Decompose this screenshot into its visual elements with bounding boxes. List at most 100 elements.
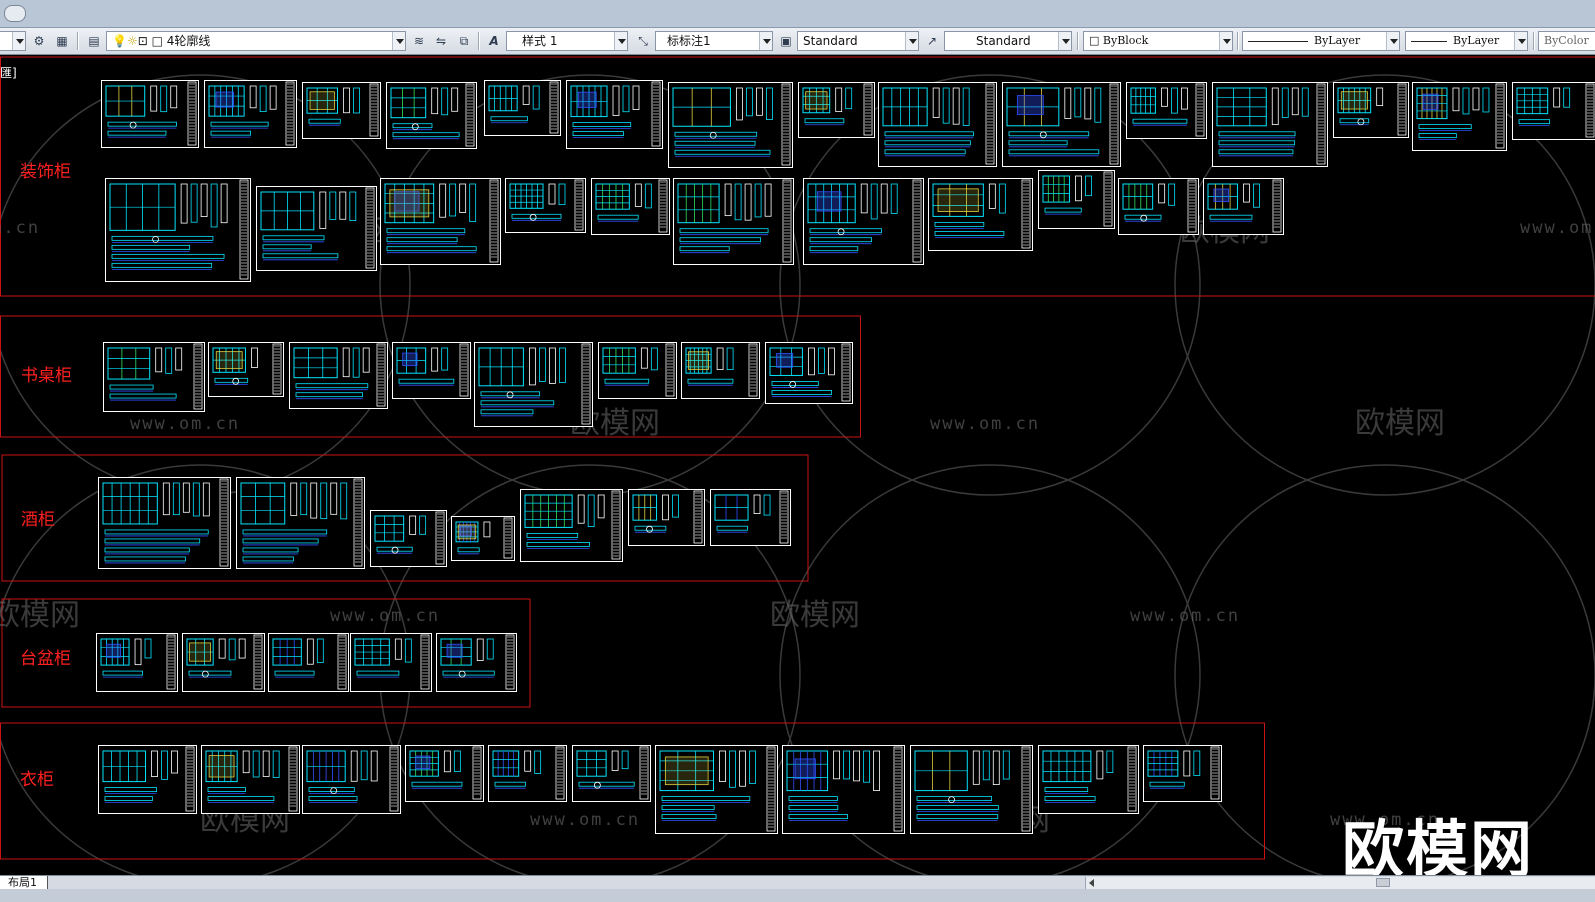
group-frame-wine-cabinet [1, 454, 809, 582]
watermark-brand-text: 欧模网 [0, 598, 80, 633]
drawing-sheet[interactable] [208, 342, 284, 397]
app-menu-icon[interactable] [4, 5, 26, 22]
toolbar-separator [478, 32, 480, 50]
drawing-sheet[interactable] [928, 178, 1033, 251]
watermark-logo-text: 欧模网 [1342, 813, 1535, 875]
drawing-sheet[interactable] [289, 342, 388, 409]
model-space-canvas[interactable]: 装饰柜 书桌柜 酒柜 台盆柜 衣柜 欧模网 欧模网 欧模网 欧模网 欧模网 欧模… [0, 55, 1595, 875]
drawing-sheet[interactable] [386, 82, 477, 149]
drawing-sheet[interactable] [201, 745, 300, 814]
drawing-sheet[interactable] [98, 477, 231, 569]
watermark-site-text: www.om.cn [0, 218, 40, 238]
text-style-dropdown[interactable]: 样式 1 [506, 31, 628, 51]
text-style-value: 样式 1 [522, 34, 558, 48]
layer-dropdown[interactable]: 💡☼⊡ □ 4轮廓线 [106, 31, 406, 51]
drawing-sheet[interactable] [1038, 170, 1115, 229]
drawing-sheet[interactable] [302, 82, 381, 139]
table-style-icon[interactable]: ▣ [780, 34, 792, 48]
cad-drawing[interactable]: 装饰柜 书桌柜 酒柜 台盆柜 衣柜 欧模网 欧模网 欧模网 欧模网 欧模网 欧模… [0, 55, 1595, 875]
drawing-sheet[interactable] [566, 80, 663, 149]
drawing-sheet[interactable] [598, 342, 677, 399]
drawing-sheet[interactable] [878, 82, 997, 167]
group-frame-basin-cabinet [1, 598, 531, 708]
drawing-sheet[interactable] [405, 745, 484, 802]
layer-state-icon[interactable]: ▦ [56, 34, 68, 48]
drawing-sheet[interactable] [710, 489, 791, 546]
drawing-sheet[interactable] [798, 82, 875, 138]
drawing-sheet[interactable] [1212, 82, 1328, 167]
group-labels: 装饰柜 书桌柜 酒柜 台盆柜 衣柜 [20, 162, 72, 790]
drawing-sheet[interactable] [302, 745, 401, 814]
layer-isolate-icon[interactable]: ⧉ [459, 33, 469, 48]
linetype-dropdown[interactable]: ByLayer [1242, 31, 1400, 51]
drawing-sheet[interactable] [1412, 82, 1507, 151]
drawing-sheet[interactable] [204, 80, 297, 148]
layer-previous-icon[interactable]: ⇋ [435, 34, 447, 48]
drawing-sheet[interactable] [1203, 178, 1284, 235]
drawing-sheet[interactable] [98, 745, 197, 814]
drawing-sheet[interactable] [1333, 82, 1409, 138]
drawing-sheet[interactable] [1143, 745, 1222, 802]
lineweight-dropdown[interactable]: ByLayer [1405, 31, 1528, 51]
drawing-sheet[interactable] [380, 178, 501, 265]
drawing-sheet[interactable] [268, 633, 349, 692]
drawing-sheet[interactable] [1126, 82, 1207, 139]
drawing-sheet[interactable] [505, 178, 586, 233]
drawing-sheet[interactable] [451, 516, 515, 561]
drawing-sheet[interactable] [103, 342, 205, 412]
dim-style-dropdown[interactable]: 标标注1 [655, 31, 773, 51]
drawing-sheet[interactable] [1512, 82, 1595, 140]
drawing-sheet[interactable] [236, 477, 365, 569]
group-frame-decorative-cabinet [0, 56, 1595, 297]
drawing-sheet[interactable] [520, 489, 623, 562]
drawing-sheet[interactable] [591, 178, 670, 235]
drawing-sheet[interactable] [1118, 178, 1199, 235]
drawing-sheet[interactable] [803, 178, 924, 265]
drawing-sheet[interactable] [488, 745, 567, 802]
drawing-sheet[interactable] [101, 80, 199, 148]
drawing-sheet[interactable] [572, 745, 651, 802]
linetype-value: ByLayer [1314, 34, 1361, 47]
drawing-sheet[interactable] [436, 633, 517, 692]
text-style-icon[interactable]: A [489, 34, 499, 48]
plot-style-dropdown[interactable]: ByColor [1538, 31, 1595, 51]
drawing-sheet[interactable] [910, 745, 1033, 834]
group-frames [0, 56, 1595, 860]
drawing-sheet[interactable] [668, 82, 793, 168]
color-dropdown[interactable]: □ ByBlock [1083, 31, 1233, 51]
drawing-sheet[interactable] [628, 489, 705, 546]
tab-layout1[interactable]: 布局1 [0, 876, 48, 890]
group-label: 装饰柜 [20, 162, 71, 182]
group-frame-wardrobe [0, 722, 1265, 860]
multileader-style-dropdown[interactable]: Standard [944, 31, 1072, 51]
drawing-sheet[interactable] [681, 342, 760, 399]
drawing-sheet[interactable] [370, 510, 447, 567]
workspace-dropdown[interactable] [0, 31, 26, 51]
drawing-sheet[interactable] [655, 745, 778, 834]
drawing-sheet[interactable] [182, 633, 265, 692]
layer-manager-icon[interactable]: ▤ [88, 34, 100, 48]
multileader-style-icon[interactable]: ↗ [926, 34, 938, 48]
drawing-sheet[interactable] [765, 342, 853, 404]
watermark-brand-text: 欧模网 [770, 598, 860, 633]
drawing-sheet[interactable] [1038, 745, 1139, 814]
dim-style-icon[interactable]: ⤡ [638, 33, 648, 48]
drawing-sheet[interactable] [673, 178, 794, 265]
lineweight-value: ByLayer [1453, 34, 1500, 47]
drawing-sheet[interactable] [1002, 82, 1121, 167]
drawing-sheet[interactable] [782, 745, 905, 834]
drawing-sheet[interactable] [392, 342, 471, 399]
drawing-sheet[interactable] [96, 633, 178, 692]
toolbar-separator [77, 32, 79, 50]
drawing-sheet[interactable] [350, 633, 432, 692]
scroll-left-icon[interactable] [1089, 879, 1094, 887]
drawing-sheet[interactable] [484, 80, 561, 136]
layer-properties-icon[interactable]: ⚙ [33, 34, 45, 48]
horizontal-scrollbar[interactable] [1085, 877, 1595, 889]
drawing-sheet[interactable] [105, 178, 251, 282]
table-style-dropdown[interactable]: Standard [797, 31, 919, 51]
scrollbar-thumb[interactable] [1376, 878, 1390, 887]
drawing-sheet[interactable] [256, 186, 377, 271]
drawing-sheet[interactable] [474, 342, 593, 427]
make-current-layer-icon[interactable]: ≋ [413, 34, 425, 48]
